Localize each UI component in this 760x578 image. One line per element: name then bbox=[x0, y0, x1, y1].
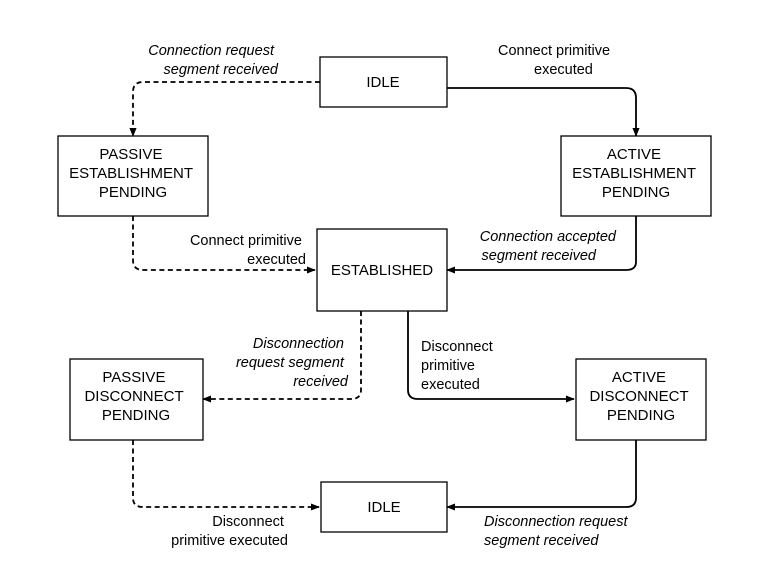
label-connect-primitive-mid: Connect primitive executed bbox=[190, 233, 306, 268]
state-label: ESTABLISHMENT bbox=[69, 165, 193, 182]
label-connection-accepted: Connection accepted segment received bbox=[480, 229, 620, 264]
state-label: ACTIVE bbox=[612, 369, 666, 386]
state-label: ACTIVE bbox=[607, 146, 661, 163]
edge-idle-to-active-establishment bbox=[447, 87, 640, 137]
svg-text:PASSIVE DISCONNECT: PASSIVE DISCONNECT PENDING bbox=[84, 369, 187, 424]
svg-text:ESTABLISHED: ESTABLISHED bbox=[331, 262, 433, 279]
svg-text:IDLE: IDLE bbox=[366, 74, 399, 91]
edge-passive-establishment-to-established bbox=[132, 216, 316, 274]
state-established: ESTABLISHED bbox=[316, 228, 448, 312]
label-disconnection-request-received: Disconnection request segment received bbox=[484, 514, 632, 549]
state-label: IDLE bbox=[367, 499, 400, 516]
edge-established-to-passive-disconnect bbox=[202, 311, 362, 403]
state-label: PENDING bbox=[607, 407, 675, 424]
label-disconnect-primitive-mid: Disconnect primitive executed bbox=[421, 339, 497, 393]
state-label: IDLE bbox=[366, 74, 399, 91]
state-active-establishment-pending: ACTIVE ESTABLISHMENT PENDING bbox=[560, 135, 712, 217]
state-label: ESTABLISHMENT bbox=[572, 165, 696, 182]
state-label: ESTABLISHED bbox=[331, 262, 433, 279]
label-connection-request-received: Connection request segment received bbox=[148, 43, 279, 78]
state-label: PASSIVE bbox=[102, 369, 165, 386]
state-label: DISCONNECT bbox=[84, 388, 183, 405]
edge-idle-to-passive-establishment bbox=[129, 81, 320, 137]
state-passive-disconnect-pending: PASSIVE DISCONNECT PENDING bbox=[69, 358, 204, 441]
state-passive-establishment-pending: PASSIVE ESTABLISHMENT PENDING bbox=[57, 135, 209, 217]
svg-text:ACTIVE ESTABLISHMENT: ACTIVE ESTABLISHMENT PENDING bbox=[572, 146, 700, 201]
edge-active-disconnect-to-idle bbox=[446, 440, 637, 511]
label-disconnection-request-segment-received: Disconnection request segment received bbox=[236, 336, 349, 390]
svg-text:ACTIVE DISCONNECT: ACTIVE DISCONNECT PENDING bbox=[589, 369, 692, 424]
state-label: DISCONNECT bbox=[589, 388, 688, 405]
state-label: PASSIVE bbox=[99, 146, 162, 163]
edge-passive-disconnect-to-idle bbox=[132, 440, 320, 511]
state-label: PENDING bbox=[99, 184, 167, 201]
label-connect-primitive-top: Connect primitive executed bbox=[498, 43, 614, 78]
label-disconnect-primitive-bottom: Disconnect primitive executed bbox=[171, 514, 288, 549]
state-label: PENDING bbox=[602, 184, 670, 201]
svg-text:IDLE: IDLE bbox=[367, 499, 400, 516]
state-active-disconnect-pending: ACTIVE DISCONNECT PENDING bbox=[575, 358, 707, 441]
edge-active-establishment-to-established bbox=[446, 216, 637, 274]
svg-text:PASSIVE ESTABLISHMENT: PASSIVE ESTABLISHMENT PENDING bbox=[69, 146, 197, 201]
state-label: PENDING bbox=[102, 407, 170, 424]
state-idle-top: IDLE bbox=[319, 56, 448, 108]
state-idle-bottom: IDLE bbox=[320, 481, 448, 533]
edge-established-to-active-disconnect bbox=[407, 311, 575, 403]
